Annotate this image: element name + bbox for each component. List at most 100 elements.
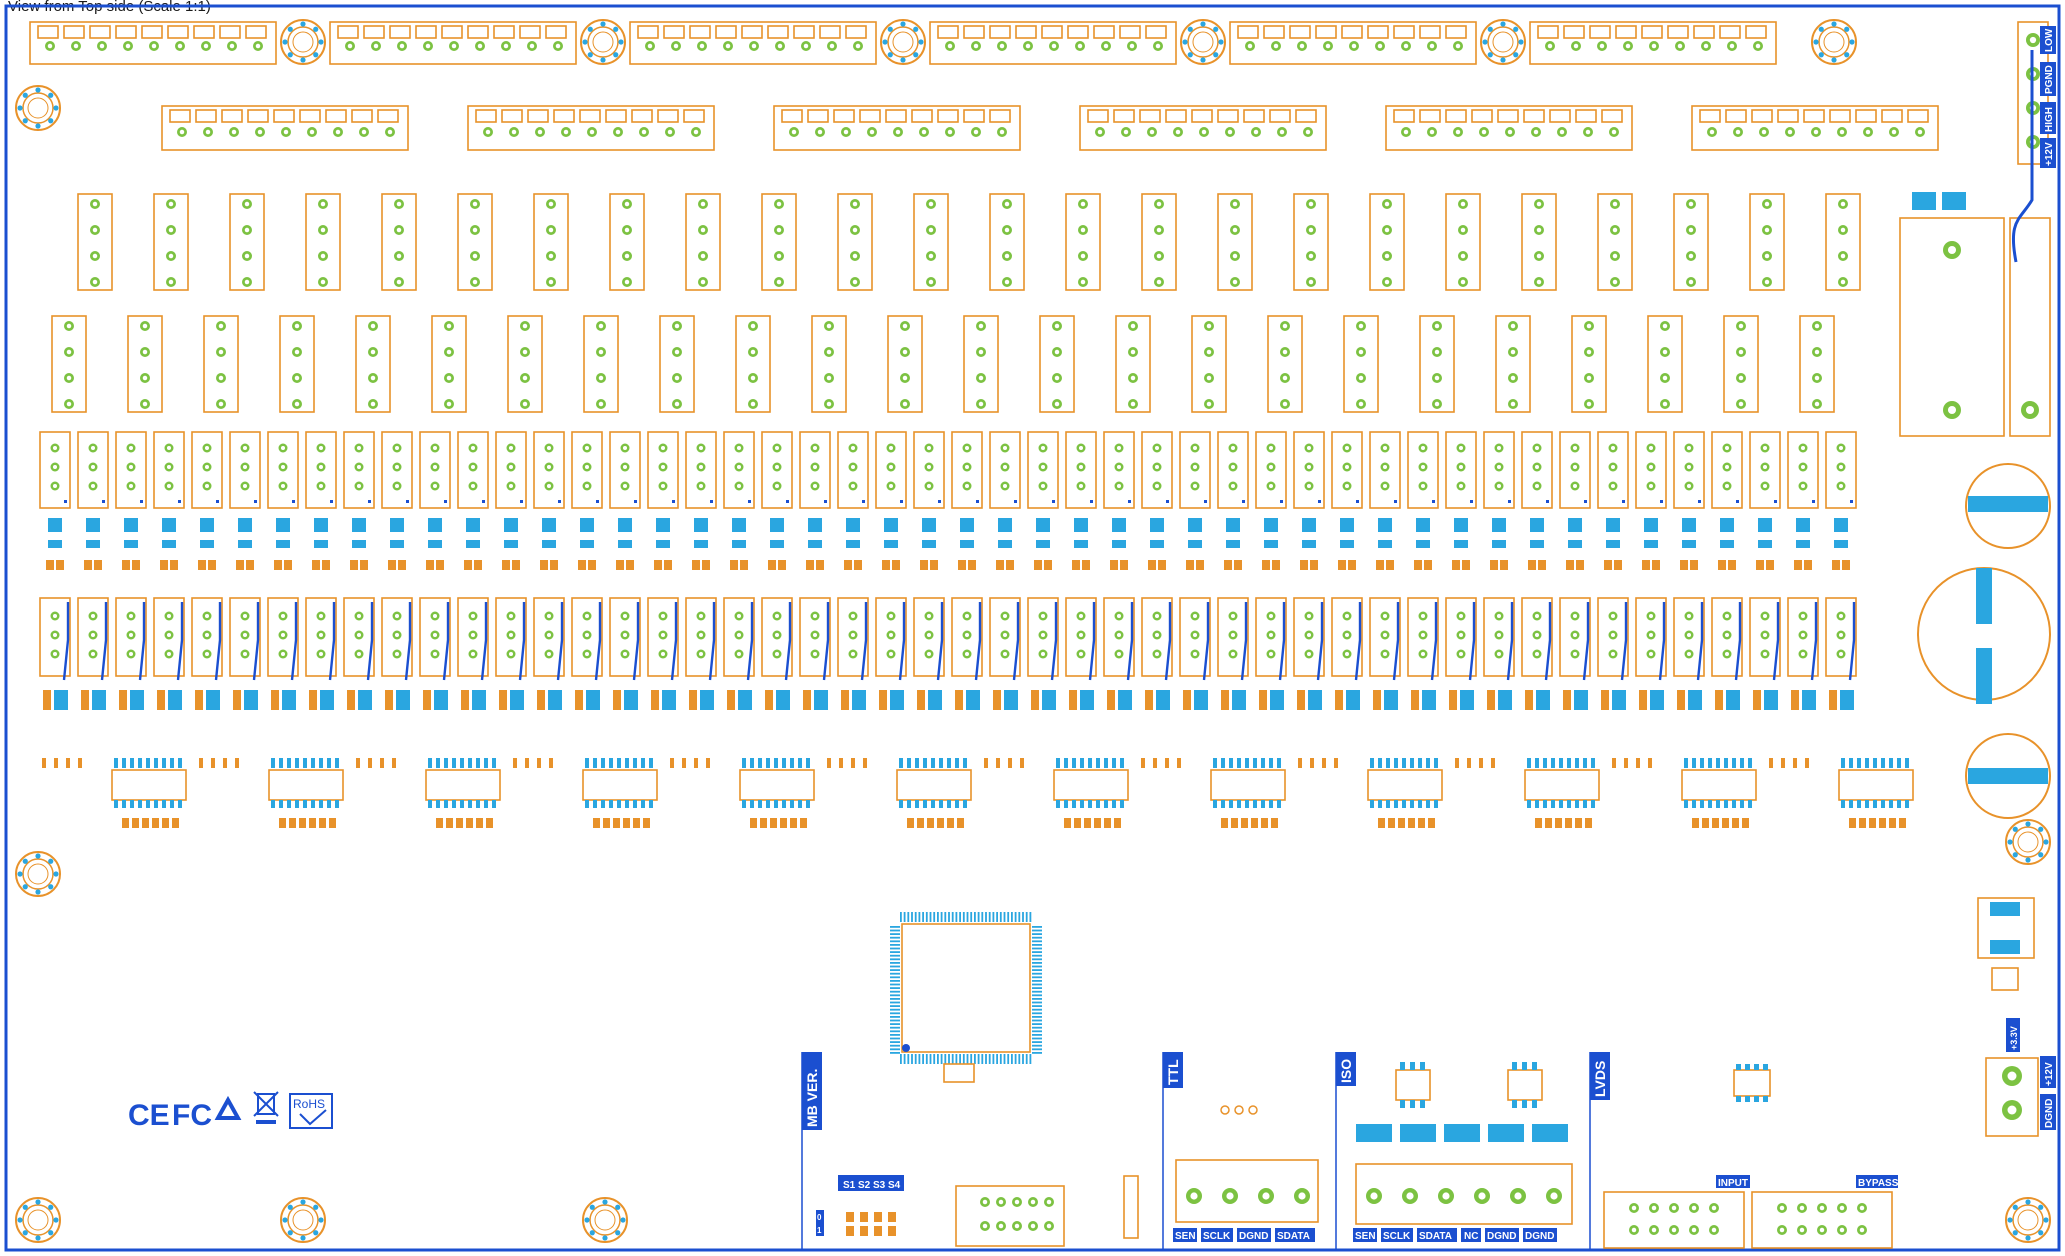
smd-pad <box>276 540 290 548</box>
mounting-hole-via <box>300 57 306 63</box>
pin1-marker <box>1736 500 1739 503</box>
header-pin-hole <box>1865 129 1871 135</box>
transistor-pin-hole <box>1344 483 1350 489</box>
terminal-pin-hole <box>1840 227 1846 233</box>
recycle-icon <box>214 1095 242 1120</box>
terminal-pin-hole <box>1738 375 1744 381</box>
smd-pad <box>1492 540 1506 548</box>
transistor-pin-hole <box>280 464 286 470</box>
header-pin-hole <box>843 129 849 135</box>
iso-cap-pad <box>1400 1124 1436 1142</box>
pin1-marker <box>1128 500 1131 503</box>
header-latch <box>1777 109 1799 123</box>
mounting-hole-drill <box>1823 31 1845 53</box>
mounting-hole-via <box>900 57 906 63</box>
trace <box>442 602 450 681</box>
smd-resistor <box>1712 818 1719 828</box>
ic-lead <box>1532 1062 1537 1070</box>
transistor-pin-hole <box>1268 613 1274 619</box>
transistor-pin-hole <box>1002 613 1008 619</box>
lvds-port-input: INPUT <box>1718 1178 1748 1189</box>
smd-pad <box>966 690 980 710</box>
mounting-hole-via <box>1831 57 1837 63</box>
smd-pad <box>890 690 904 710</box>
cpu-lead <box>1032 1008 1042 1011</box>
header-pin-hole <box>529 43 535 49</box>
transistor-pin-hole <box>1382 632 1388 638</box>
lvds-header-bypass <box>1751 1191 1893 1249</box>
iso-terminal-pin-hole <box>1478 1192 1486 1200</box>
smd-pad <box>1036 540 1050 548</box>
smd-capacitor <box>1107 690 1115 710</box>
smd-pad <box>1416 518 1430 532</box>
smd-resistor <box>664 560 672 570</box>
terminal-pin-hole <box>396 253 402 259</box>
smd-pad <box>770 540 784 548</box>
smd-resistor <box>927 818 934 828</box>
aux-connector-labels: +12V DGND +3.3V <box>2006 1018 2056 1130</box>
smd-resistor <box>279 818 286 828</box>
transistor-package <box>1407 597 1439 677</box>
transistor-pin-hole <box>508 464 514 470</box>
transistor-package <box>1521 431 1553 509</box>
terminal-pin-hole <box>168 227 174 233</box>
transistor-pin-hole <box>432 445 438 451</box>
header-pin-hole <box>125 43 131 49</box>
header-latch <box>637 25 659 39</box>
terminal-block <box>533 193 569 291</box>
pin1-marker <box>1622 500 1625 503</box>
header-latch <box>169 109 191 123</box>
smd-resistor <box>1832 560 1840 570</box>
mounting-hole-via <box>2007 1217 2013 1223</box>
trace <box>1316 602 1324 681</box>
header-pin-hole <box>725 43 731 49</box>
transistor-package <box>837 431 869 509</box>
smd-chip <box>1310 758 1314 768</box>
smd-resistor <box>1408 818 1415 828</box>
transistor-pin-hole <box>1458 632 1464 638</box>
cpu-lead <box>903 1054 906 1064</box>
cpu-lead <box>1032 954 1042 957</box>
smd-pad <box>580 518 594 532</box>
terminal-pin-hole <box>1434 401 1440 407</box>
transistor-package <box>457 431 489 509</box>
terminal-pin-hole <box>370 349 376 355</box>
ic-lead <box>798 758 802 768</box>
ic-lead <box>1708 758 1712 768</box>
header-latch <box>793 25 815 39</box>
transistor-pin-hole <box>280 445 286 451</box>
mounting-hole-via <box>887 26 893 32</box>
terminal-block <box>1343 315 1379 413</box>
ic-lead <box>1400 1062 1405 1070</box>
smd-resistor <box>1452 560 1460 570</box>
pin1-marker <box>1660 500 1663 503</box>
transistor-pin-hole <box>1002 632 1008 638</box>
header-pin-hole <box>1481 129 1487 135</box>
ic-lead <box>1269 758 1273 768</box>
smd-pad <box>732 540 746 548</box>
mounting-hole-via <box>1500 21 1506 27</box>
transistor-pin-hole <box>1420 613 1426 619</box>
terminal-pin-hole <box>1054 349 1060 355</box>
ttl-terminal-pin-hole <box>1262 1192 1270 1200</box>
terminal-pin-hole <box>700 201 706 207</box>
smd-resistor <box>958 560 966 570</box>
smd-resistor <box>1424 560 1432 570</box>
mounting-hole-via <box>300 1235 306 1241</box>
transistor-pin-hole <box>622 651 628 657</box>
cpu-lead <box>1032 1052 1042 1054</box>
smd-resistor <box>1241 818 1248 828</box>
trace <box>290 602 298 681</box>
transistor-pin-hole <box>508 651 514 657</box>
smd-capacitor <box>727 690 735 710</box>
terminal-pin-hole <box>1004 253 1010 259</box>
ic-lead <box>806 758 810 768</box>
cpu-lead <box>1032 976 1042 979</box>
terminal-block <box>887 315 923 413</box>
header-pin-hole <box>1611 129 1617 135</box>
terminal-pin-hole <box>66 349 72 355</box>
transistor-pin-hole <box>1420 445 1426 451</box>
cpu-lead <box>890 990 900 993</box>
terminal-pin-hole <box>1358 401 1364 407</box>
transistor-package <box>1027 431 1059 509</box>
